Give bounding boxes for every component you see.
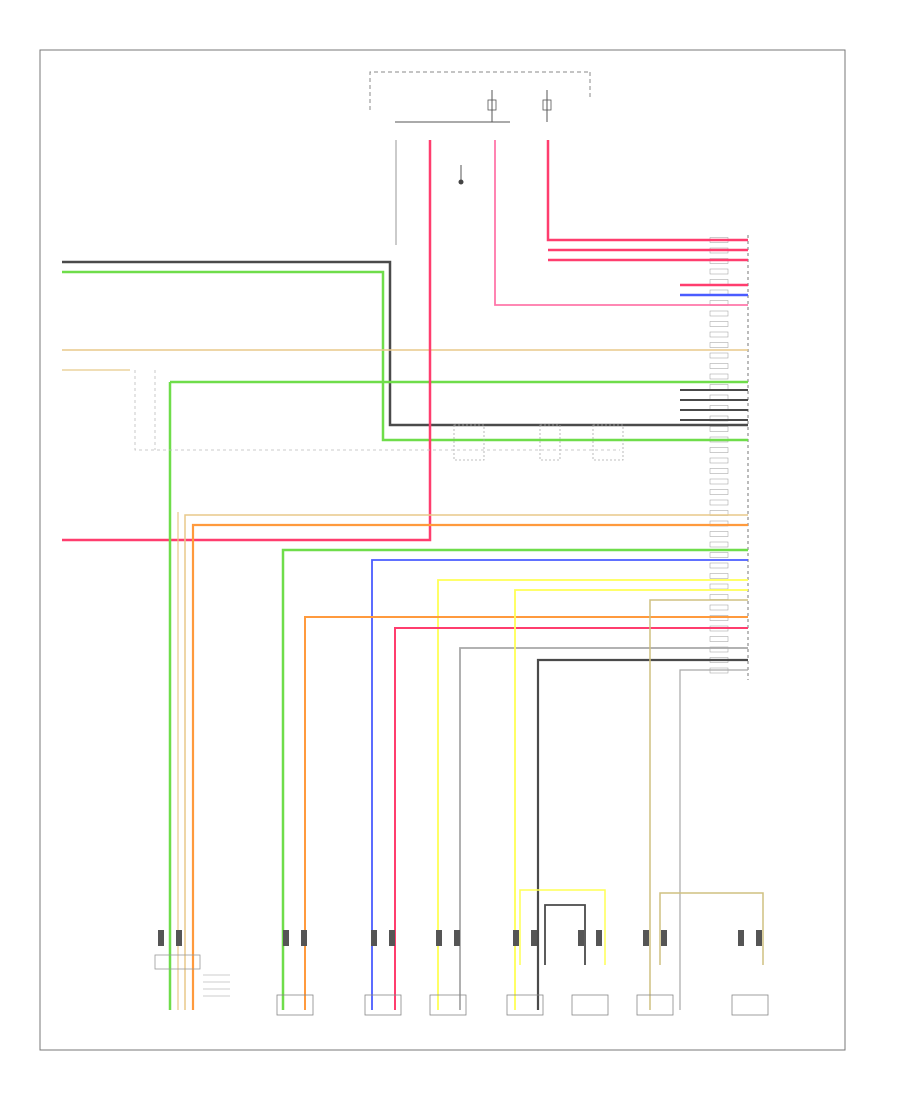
speaker-connector-pin xyxy=(578,930,584,946)
amplifier-pin xyxy=(709,268,729,275)
amplifier-pin xyxy=(709,352,729,359)
speaker-connector-pin xyxy=(301,930,307,946)
speaker-connector-pin xyxy=(283,930,289,946)
amplifier-pin xyxy=(709,573,729,579)
wire-red-25 xyxy=(394,627,748,1010)
wire-olive-34 xyxy=(659,892,764,965)
amplifier-pins xyxy=(709,237,729,674)
amplifier-pin xyxy=(709,594,729,600)
speaker-box xyxy=(429,994,467,1016)
wire-orange-24 xyxy=(304,616,748,1010)
amplifier-pin xyxy=(709,331,729,338)
wire-olive-29 xyxy=(649,599,748,1010)
amplifier-pin xyxy=(709,447,729,453)
amplifier-pin xyxy=(709,426,729,432)
wire-yellow-28 xyxy=(514,589,748,1010)
speaker-connector-pin xyxy=(596,930,602,946)
speaker-connector-pin xyxy=(176,930,182,946)
wire-orange-18 xyxy=(191,523,748,1010)
amplifier-pin xyxy=(709,457,729,464)
speaker-box xyxy=(276,994,314,1016)
amplifier-pin xyxy=(709,604,729,611)
speaker-connector-pin xyxy=(371,930,377,946)
amplifier-pin xyxy=(709,552,729,558)
amplifier-pin xyxy=(709,636,729,642)
amplifier-pin xyxy=(709,541,729,548)
amplifier-pin xyxy=(709,489,729,495)
speaker-connector-pin xyxy=(738,930,744,946)
speaker-connector-pin xyxy=(643,930,649,946)
wire-black-33 xyxy=(544,904,586,965)
wire-red-6 xyxy=(62,140,432,542)
speaker-connector-pin xyxy=(389,930,395,946)
speaker-box xyxy=(364,994,402,1016)
amplifier-pin xyxy=(709,478,729,485)
speaker-box xyxy=(636,994,674,1016)
amplifier-pin xyxy=(709,342,729,348)
amplifier-pin xyxy=(709,646,729,653)
wire-green-21 xyxy=(281,548,748,1010)
wire-yellow-23 xyxy=(437,579,748,1010)
wire-red-7 xyxy=(546,140,748,242)
speaker-box xyxy=(731,994,769,1016)
wire-black-1 xyxy=(62,260,748,427)
speaker-box xyxy=(506,994,544,1016)
speaker-connector-pin xyxy=(756,930,762,946)
diagram-border xyxy=(39,49,846,1051)
amplifier-pin xyxy=(709,583,729,590)
speaker-connector-pin xyxy=(513,930,519,946)
speaker-connector-pin xyxy=(436,930,442,946)
amplifier-pin xyxy=(709,373,729,380)
speaker-row xyxy=(158,930,769,1016)
speaker-box xyxy=(571,994,609,1016)
ground-block xyxy=(154,954,230,997)
speaker-connector-pin xyxy=(454,930,460,946)
wire-harness xyxy=(62,140,764,1010)
top-fuse-block xyxy=(369,71,591,185)
wire-black-27 xyxy=(536,658,748,1010)
wire-green-2 xyxy=(62,270,748,442)
amplifier-pin xyxy=(709,310,729,317)
amplifier-pin xyxy=(709,363,729,369)
amplifier-pin xyxy=(709,499,729,506)
speaker-connector-pin xyxy=(661,930,667,946)
speaker-connector-pin xyxy=(531,930,537,946)
wire-blue-22 xyxy=(371,559,748,1010)
amplifier-pin xyxy=(709,531,729,537)
inline-connectors xyxy=(134,370,624,461)
wire-yellow-32 xyxy=(519,889,606,965)
amplifier-pin xyxy=(709,468,729,474)
speaker-connector-pin xyxy=(158,930,164,946)
wire-pink-10 xyxy=(494,140,748,306)
wire-tan-17 xyxy=(184,514,748,1010)
wire-gray-30 xyxy=(679,669,748,1010)
amplifier-pin xyxy=(709,384,729,390)
wire-gray-26 xyxy=(459,647,748,1010)
amplifier-pin xyxy=(709,321,729,327)
amplifier-pin xyxy=(709,562,729,569)
